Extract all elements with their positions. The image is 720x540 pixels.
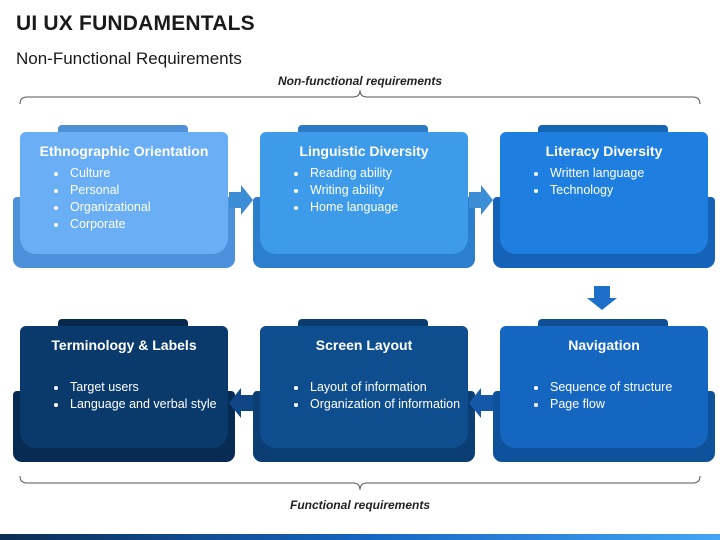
card-screen-layout: Screen Layout Layout of information Orga… — [253, 319, 475, 462]
card-title: Literacy Diversity — [545, 143, 663, 159]
arrow-icon — [229, 388, 253, 418]
card-title: Navigation — [568, 337, 640, 353]
card-list: Written language Technology — [526, 165, 708, 199]
list-item: Page flow — [548, 396, 708, 413]
card-list: Reading ability Writing ability Home lan… — [286, 165, 468, 216]
arrow-icon — [229, 185, 253, 215]
card-face — [500, 326, 708, 448]
footer-bar — [0, 534, 720, 540]
card-title: Terminology & Labels — [51, 337, 197, 353]
list-item: Corporate — [68, 216, 228, 233]
top-caption: Non-functional requirements — [277, 74, 442, 88]
card-list: Sequence of structure Page flow — [526, 379, 708, 413]
list-item: Reading ability — [308, 165, 468, 182]
card-linguistic-diversity: Linguistic Diversity Reading ability Wri… — [253, 125, 475, 268]
list-item: Organizational — [68, 199, 228, 216]
card-face — [20, 326, 228, 448]
list-item: Layout of information — [308, 379, 468, 396]
card-tab — [538, 319, 668, 329]
list-item: Language and verbal style — [68, 396, 228, 413]
card-tab — [538, 125, 668, 135]
card-tab — [58, 319, 188, 329]
card-title: Screen Layout — [315, 337, 413, 353]
card-tab — [58, 125, 188, 135]
list-item: Written language — [548, 165, 708, 182]
bottom-caption: Functional requirements — [289, 498, 431, 512]
list-item: Technology — [548, 182, 708, 199]
page-subtitle: Non-Functional Requirements — [16, 49, 242, 68]
card-literacy-diversity: Literacy Diversity Written language Tech… — [493, 125, 715, 268]
card-face — [20, 132, 228, 254]
card-face — [500, 132, 708, 254]
card-title: Linguistic Diversity — [299, 143, 429, 159]
card-face — [260, 326, 468, 448]
arrow-icon — [469, 185, 493, 215]
arrow-icon — [587, 286, 617, 310]
card-ethnographic-orientation: Ethnographic Orientation Culture Persona… — [13, 125, 235, 268]
card-tab — [298, 319, 428, 329]
list-item: Target users — [68, 379, 228, 396]
card-tab — [298, 125, 428, 135]
list-item: Home language — [308, 199, 468, 216]
card-list: Target users Language and verbal style — [46, 379, 228, 413]
page-title: UI UX FUNDAMENTALS — [16, 12, 255, 35]
top-brace — [19, 89, 701, 105]
card-navigation: Navigation Sequence of structure Page fl… — [493, 319, 715, 462]
card-face — [260, 132, 468, 254]
card-list: Culture Personal Organizational Corporat… — [46, 165, 228, 233]
arrow-icon — [469, 388, 493, 418]
list-item: Culture — [68, 165, 228, 182]
list-item: Personal — [68, 182, 228, 199]
list-item: Writing ability — [308, 182, 468, 199]
card-list: Layout of information Organization of in… — [286, 379, 468, 413]
bottom-brace — [19, 475, 701, 491]
card-title: Ethnographic Orientation — [39, 143, 209, 159]
list-item: Organization of information — [308, 396, 468, 413]
list-item: Sequence of structure — [548, 379, 708, 396]
card-terminology-labels: Terminology & Labels Target users Langua… — [13, 319, 235, 462]
